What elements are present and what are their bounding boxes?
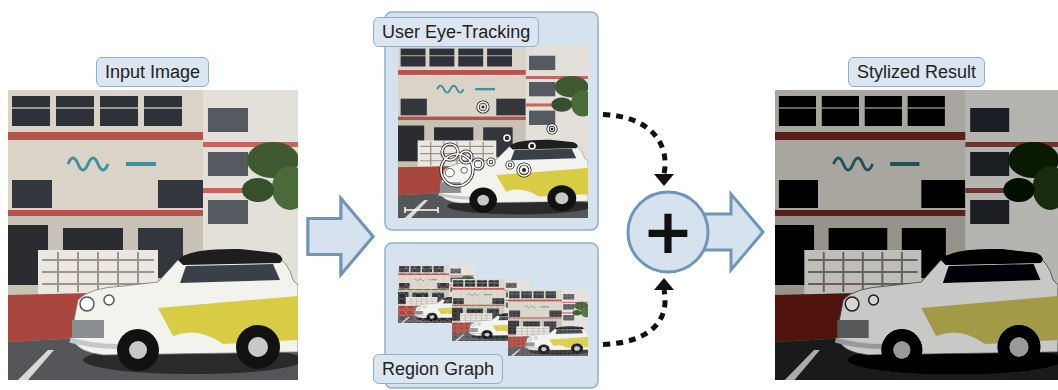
block-arrow	[308, 199, 373, 275]
dotted-arrow	[603, 290, 665, 345]
panel-label: Input Image	[96, 57, 209, 87]
flow-arrow	[308, 199, 373, 275]
fixation-circles	[405, 102, 556, 213]
label-holder: Stylized Result	[848, 57, 985, 87]
result-panel: Stylized Result	[775, 57, 1058, 380]
eye-tracking-panel: User Eye-Tracking	[385, 12, 598, 230]
eye-tracking-photo	[398, 45, 595, 218]
combine-circle: +	[626, 190, 710, 274]
label-holder: Region Graph	[373, 354, 503, 384]
arrow-head	[654, 174, 674, 186]
flow-arrow	[308, 199, 373, 275]
flow-arrow	[603, 278, 674, 345]
flow-arrow	[603, 115, 674, 187]
stylized-photo	[775, 90, 1058, 380]
label-holder: User Eye-Tracking	[373, 17, 539, 47]
input-panel: Input Image	[8, 57, 298, 380]
label-holder: Input Image	[96, 57, 209, 87]
plus-sign: +	[642, 201, 694, 263]
panel-label: Region Graph	[373, 354, 503, 384]
block-arrow	[308, 199, 373, 275]
dotted-arrow	[603, 115, 665, 175]
panel-label: Stylized Result	[848, 57, 985, 87]
region-graph-panel: Region Graph	[385, 243, 598, 388]
input-photo	[8, 90, 308, 380]
panel-label: User Eye-Tracking	[373, 17, 539, 47]
arrow-head	[654, 278, 674, 290]
